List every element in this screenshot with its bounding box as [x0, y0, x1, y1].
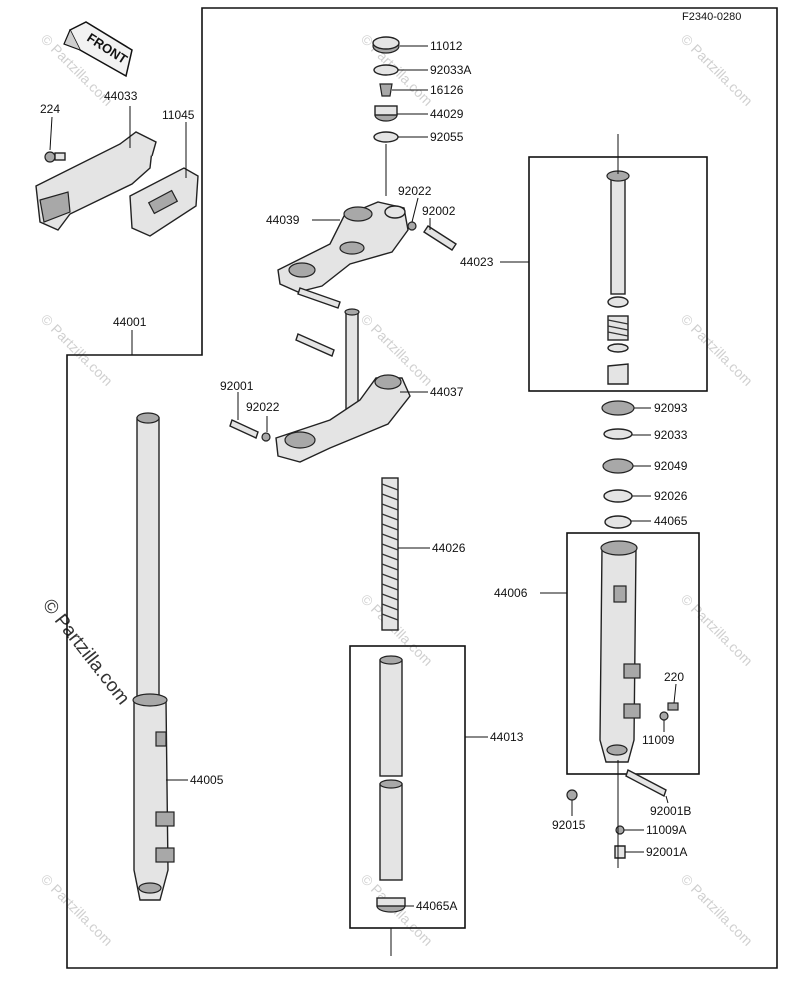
part-number-label: 92049	[654, 459, 688, 473]
part-number-label: 44026	[432, 541, 466, 555]
nut-44029-body	[374, 105, 398, 116]
oring-92055-part	[373, 131, 399, 143]
bolt-92001A-part	[614, 845, 626, 859]
part-number-label: 11045	[162, 108, 195, 122]
watermark: © Partzilla.com	[38, 871, 116, 949]
part-number-label: 92033A	[430, 63, 471, 77]
part-number-label: 44033	[104, 89, 138, 103]
guard-bracket-part	[129, 167, 199, 237]
watermark: © Partzilla.com	[678, 871, 756, 949]
washer-11009A-part	[615, 825, 625, 835]
washer-92022-part	[407, 221, 417, 231]
part-number-label: 92001	[220, 379, 254, 393]
ring-92033-part	[603, 428, 633, 440]
part-number-label: 11009	[642, 733, 675, 747]
seal-92093-part	[601, 400, 635, 416]
outer-tube-44005-part	[132, 693, 175, 901]
part-number-label: 44039	[266, 213, 300, 227]
outer-tube-44006-part	[599, 540, 641, 763]
bolt-224-part	[44, 151, 66, 163]
part-number-label: 92001A	[646, 845, 687, 859]
part-number-label: 16126	[430, 83, 464, 97]
bolt-92001B-part	[625, 768, 667, 798]
part-number-label: 11012	[430, 39, 463, 53]
watermark: © Partzilla.com	[38, 311, 116, 389]
spring-44026-part	[381, 477, 399, 631]
fitting-16126-part	[379, 83, 393, 97]
part-number-label: 92015	[552, 818, 586, 832]
cap-11012-top	[372, 36, 400, 50]
part-number-label: 44001	[113, 315, 147, 329]
part-number-label: 44029	[430, 107, 464, 121]
part-number-label: 92026	[654, 489, 688, 503]
part-number-label: 92093	[654, 401, 688, 415]
outer-frame	[66, 7, 778, 969]
seal-92049-part	[602, 458, 634, 474]
plug-92015-part	[566, 789, 578, 801]
damper-44023-part	[606, 170, 630, 385]
part-number-label: 92002	[422, 204, 456, 218]
part-number-label: 224	[40, 102, 60, 116]
part-number-label: 44013	[490, 730, 524, 744]
part-number-label: 92022	[398, 184, 432, 198]
watermark-large: © Partzilla.com	[38, 595, 133, 709]
bushing-44065-part	[604, 515, 632, 529]
part-number-label: 92033	[654, 428, 688, 442]
steering-stem-top	[344, 308, 360, 316]
part-number-label: 44065	[654, 514, 688, 528]
part-number-label: 92055	[430, 130, 464, 144]
fork-guard-part	[35, 131, 157, 231]
part-number-label: 44023	[460, 255, 494, 269]
part-number-label: 44006	[494, 586, 528, 600]
bolt-lower-part	[297, 287, 341, 309]
part-number-label: 92001B	[650, 804, 691, 818]
part-number-label: 92022	[246, 400, 280, 414]
bolt-220-part	[667, 702, 679, 711]
reference-code: F2340-0280	[682, 11, 741, 23]
fork-pipe-44013-part	[379, 655, 403, 881]
bolt-upper-stem-part	[295, 333, 335, 357]
lower-bracket-part	[275, 374, 411, 463]
part-number-label: 44065A	[416, 899, 457, 913]
washer-92026-part	[603, 489, 633, 503]
ring-92033A-part	[373, 64, 399, 76]
bolt-92001-part	[229, 419, 259, 439]
part-number-label: 44037	[430, 385, 464, 399]
bushing-44065A-body	[376, 897, 406, 907]
watermark: © Partzilla.com	[678, 311, 756, 389]
pipe-box	[349, 645, 466, 929]
watermark: © Partzilla.com	[678, 31, 756, 109]
leader-lines	[49, 45, 677, 956]
part-number-label: 11009A	[646, 823, 686, 837]
part-number-label: 220	[664, 670, 684, 684]
washer-11009-part	[659, 711, 669, 721]
bolt-92002-part	[423, 225, 457, 251]
fork-tube-part	[136, 412, 160, 701]
upper-bracket-part	[277, 201, 409, 293]
part-number-labels: 11012 92033A 16126 44029 92055 92022 920…	[40, 39, 691, 913]
watermark: © Partzilla.com	[678, 591, 756, 669]
part-number-label: 44005	[190, 773, 224, 787]
washer-92022b-part	[261, 432, 271, 442]
